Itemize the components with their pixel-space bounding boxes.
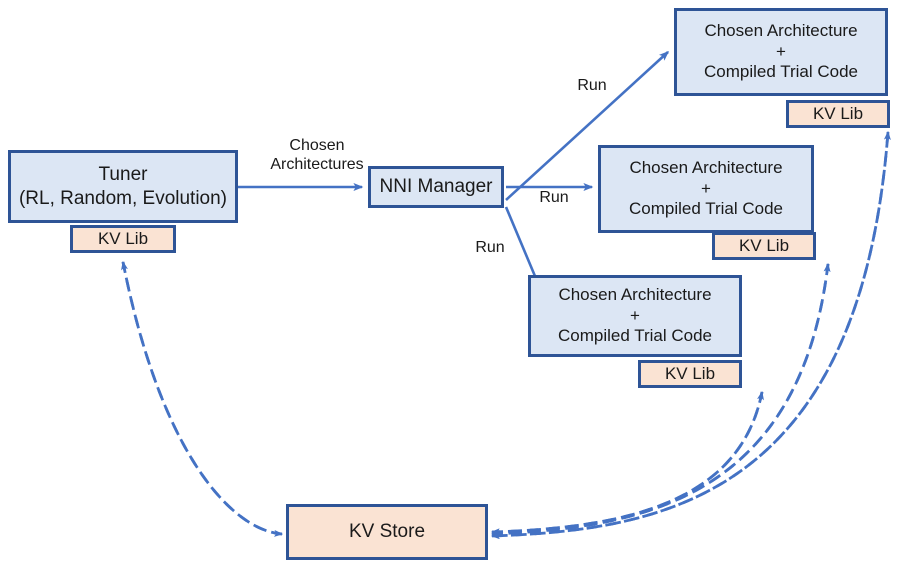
edge-tuner-kvlib-to-kv-store	[121, 261, 284, 537]
edge-trial-1-kvlib-to-kv-store	[490, 131, 890, 540]
node-trial-3-label: Chosen Architecture + Compiled Trial Cod…	[557, 284, 712, 346]
edge-kv-store-to-trial-3-kvlib	[491, 390, 764, 534]
edge-label-chosen-architectures: Chosen Architectures	[270, 137, 364, 174]
node-tuner-label: Tuner (RL, Random, Evolution)	[18, 164, 228, 209]
node-trial-3-kv-lib-label: KV Lib	[664, 363, 716, 383]
node-trial-1-label: Chosen Architecture + Compiled Trial Cod…	[703, 20, 858, 82]
node-trial-2-kv-lib-label: KV Lib	[738, 235, 790, 255]
edge-label-run-bottom: Run	[475, 239, 505, 256]
node-trial-2[interactable]: Chosen Architecture + Compiled Trial Cod…	[598, 145, 814, 233]
node-trial-1-kv-lib[interactable]: KV Lib	[786, 100, 890, 128]
node-trial-3[interactable]: Chosen Architecture + Compiled Trial Cod…	[528, 275, 742, 357]
node-trial-2-label: Chosen Architecture + Compiled Trial Cod…	[628, 157, 783, 219]
node-nni-manager[interactable]: NNI Manager	[368, 166, 504, 208]
edge-label-run-top: Run	[577, 77, 607, 94]
node-trial-1-kv-lib-label: KV Lib	[812, 103, 864, 123]
edge-trial-2-kvlib-to-kv-store	[490, 263, 830, 538]
node-tuner[interactable]: Tuner (RL, Random, Evolution)	[8, 150, 238, 223]
node-trial-2-kv-lib[interactable]: KV Lib	[712, 232, 816, 260]
edge-label-run-mid: Run	[539, 189, 569, 206]
node-kv-store[interactable]: KV Store	[286, 504, 488, 560]
node-tuner-kv-lib-label: KV Lib	[97, 228, 149, 248]
node-trial-1[interactable]: Chosen Architecture + Compiled Trial Cod…	[674, 8, 888, 96]
edge-trial-3-kvlib-to-kv-store	[490, 391, 764, 536]
node-trial-3-kv-lib[interactable]: KV Lib	[638, 360, 742, 388]
node-kv-store-label: KV Store	[348, 521, 426, 543]
node-nni-manager-label: NNI Manager	[379, 176, 493, 198]
node-tuner-kv-lib[interactable]: KV Lib	[70, 225, 176, 253]
edge-nni-manager-to-trial-1	[505, 51, 670, 201]
edge-kv-store-to-tuner-kvlib	[121, 260, 283, 536]
